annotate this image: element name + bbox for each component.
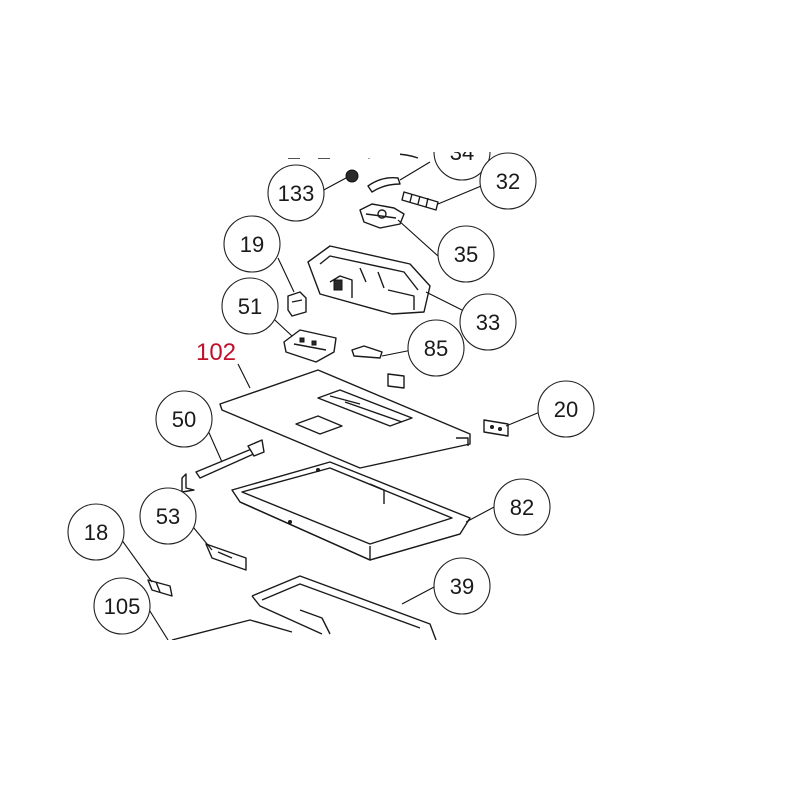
leader-lines bbox=[115, 161, 541, 641]
callout-18-label: 18 bbox=[84, 520, 108, 545]
callout-82: 82 bbox=[493, 478, 551, 536]
callout-32-label: 32 bbox=[496, 169, 520, 194]
leader-32 bbox=[437, 183, 487, 205]
part-50-rod bbox=[195, 439, 265, 479]
part-51-tray bbox=[283, 329, 337, 363]
leader-19 bbox=[277, 257, 295, 293]
part-hinge-small bbox=[181, 473, 195, 493]
part-35-bracket bbox=[359, 203, 405, 229]
leader-35 bbox=[397, 219, 439, 257]
part-18-hinge bbox=[147, 579, 173, 597]
crop-mask-top-left bbox=[260, 100, 400, 158]
callout-33: 33 bbox=[459, 293, 517, 351]
part-32-pin bbox=[401, 191, 439, 211]
callout-133-label: 133 bbox=[278, 181, 315, 206]
callout-20: 20 bbox=[537, 380, 595, 438]
part-clip-small bbox=[387, 373, 405, 389]
leader-34 bbox=[399, 161, 431, 181]
callout-102-label: 102 bbox=[196, 339, 236, 366]
leader-82 bbox=[465, 505, 497, 523]
part-39-gasket bbox=[251, 575, 437, 641]
leader-39 bbox=[401, 585, 437, 605]
callout-85: 85 bbox=[407, 319, 465, 377]
callout-33-label: 33 bbox=[476, 310, 500, 335]
callouts: 34 133 32 19 35 51 33 8 bbox=[67, 100, 595, 635]
callout-19-label: 19 bbox=[240, 232, 264, 257]
callout-82-label: 82 bbox=[510, 495, 534, 520]
callout-18: 18 bbox=[67, 503, 125, 561]
callout-39: 39 bbox=[433, 557, 491, 615]
leader-33 bbox=[425, 291, 463, 311]
part-105-panel bbox=[171, 619, 293, 641]
part-85-bracket bbox=[351, 345, 383, 359]
part-102-panel bbox=[219, 369, 471, 469]
crop-mask-bottom bbox=[0, 640, 800, 800]
callout-20-label: 20 bbox=[554, 397, 578, 422]
callout-50: 50 bbox=[155, 390, 213, 448]
part-20-plate bbox=[483, 419, 509, 437]
callout-39-label: 39 bbox=[450, 574, 474, 599]
callout-51-label: 51 bbox=[238, 294, 262, 319]
callout-19: 19 bbox=[223, 215, 281, 273]
callout-50-label: 50 bbox=[172, 407, 196, 432]
callout-85-label: 85 bbox=[424, 336, 448, 361]
leader-20 bbox=[505, 411, 541, 427]
part-53-hinge bbox=[205, 543, 247, 571]
callout-32: 32 bbox=[479, 152, 537, 210]
callout-105: 105 bbox=[93, 577, 151, 635]
callout-133: 133 bbox=[267, 164, 325, 222]
callout-51: 51 bbox=[221, 277, 279, 335]
leader-102 bbox=[237, 363, 251, 389]
callout-53: 53 bbox=[139, 487, 197, 545]
leader-105 bbox=[147, 607, 169, 641]
crop-mask-top bbox=[380, 100, 520, 152]
part-19-block bbox=[287, 291, 307, 317]
part-33-housing bbox=[307, 245, 431, 315]
part-34-clip bbox=[367, 176, 401, 193]
part-82-frame bbox=[231, 461, 471, 561]
callout-35: 35 bbox=[437, 225, 495, 283]
callout-35-label: 35 bbox=[454, 242, 478, 267]
callout-105-label: 105 bbox=[104, 594, 141, 619]
leader-85 bbox=[381, 349, 413, 357]
callout-53-label: 53 bbox=[156, 504, 180, 529]
